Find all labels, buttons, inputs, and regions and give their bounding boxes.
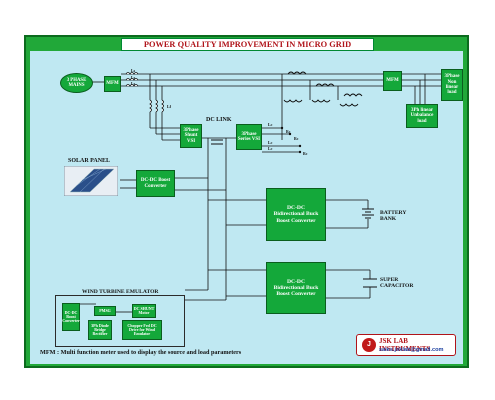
- three-phase-mains-source: 3 PHASE MAINS: [60, 73, 93, 93]
- dc-link-label: DC LINK: [206, 117, 232, 123]
- dc-link-capacitor: [211, 139, 223, 145]
- battery-icon: [362, 208, 374, 219]
- mfm-meter-left: MFM: [104, 76, 121, 92]
- company-name: JSK LAB INSTRUMENTS: [379, 337, 431, 353]
- wt-boost-converter: DC-DC Boost Converter: [62, 303, 80, 331]
- rc-label-b: Rc: [294, 137, 299, 141]
- lf-label: Lf: [167, 104, 171, 109]
- series-vsi-block: 3Phase Series VSI: [236, 124, 262, 150]
- rc-label-a: Rc: [286, 130, 291, 134]
- ls-inductor-a: [125, 72, 139, 75]
- bidirectional-converter-battery: DC-DC Bidirectional Buck Boost Converter: [266, 188, 326, 241]
- wind-turbine-emulator-label: WIND TURBINE EMULATOR: [82, 289, 159, 295]
- lc-label-a: Lc: [268, 122, 273, 127]
- rc-label-c: Rc: [303, 152, 308, 156]
- solar-panel-icon: [64, 166, 118, 196]
- ls-inductor-c: [125, 84, 139, 87]
- super-capacitor-label: SUPER CAPACITOR: [380, 277, 414, 290]
- ls-inductor-b: [125, 78, 139, 81]
- mfm-meter-right: MFM: [383, 71, 402, 91]
- diagram-title: POWER QUALITY IMPROVEMENT IN MICRO GRID: [121, 38, 374, 51]
- series-transformer-c: [343, 93, 363, 97]
- shunt-vsi-block: 3Phase Shunt VSI: [180, 124, 202, 148]
- jsk-logo-icon: J: [362, 338, 376, 352]
- ls-label-c: Ls: [131, 81, 136, 86]
- unbalance-load-block: 3Ph linear Unbalance load: [406, 104, 438, 128]
- lc-label-c: Lc: [268, 146, 273, 151]
- wind-turbine-emulator-box: [55, 295, 185, 347]
- nonlinear-load-block: 3Phase Non linear load: [441, 69, 463, 101]
- company-logo-box: J JSK LAB INSTRUMENTS sales.jsklab@gmail…: [356, 334, 456, 356]
- mfm-footnote: MFM : Multi function meter used to displ…: [40, 349, 242, 356]
- lc-label-b: Lc: [268, 140, 273, 145]
- wt-pmsg-block: PMSG: [94, 306, 116, 316]
- lf-inductor-a: [149, 99, 152, 113]
- series-transformer-b: [315, 83, 335, 87]
- series-transformer-a: [287, 71, 307, 75]
- super-capacitor-icon: [363, 278, 377, 288]
- battery-bank-label: BATTERY BANK: [380, 210, 407, 223]
- dcdc-boost-converter: DC-DC Boost Converter: [136, 170, 175, 197]
- ls-label-a: Ls: [131, 68, 136, 73]
- bidirectional-converter-supercap: DC-DC Bidirectional Buck Boost Converter: [266, 262, 326, 314]
- wt-rectifier-block: 3Ph Diode Bridge Rectifier: [88, 320, 112, 340]
- company-email: sales.jsklab@gmail.com: [379, 347, 444, 353]
- wt-dc-motor-block: DC SHUNT Motor: [132, 304, 156, 318]
- ls-label-b: Ls: [131, 75, 136, 80]
- solar-panel-label: SOLAR PANEL: [68, 158, 111, 164]
- wt-chopper-block: Chopper Fed DC Drive for Wind Emulator: [122, 320, 162, 340]
